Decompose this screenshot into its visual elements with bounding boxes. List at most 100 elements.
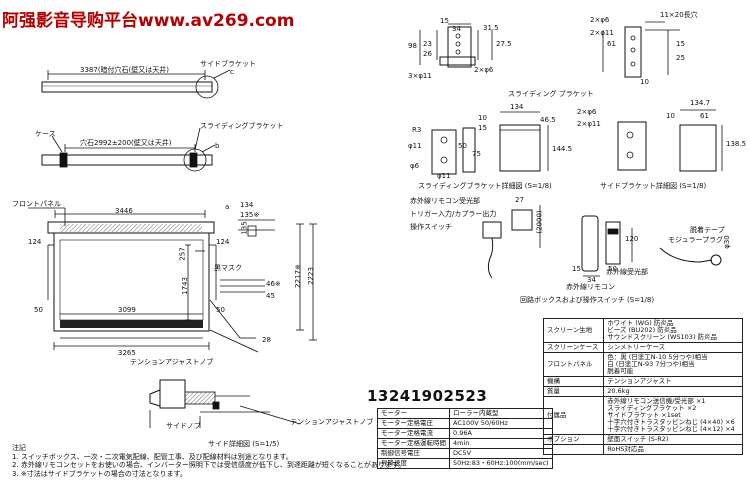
label-tape: 脱着テープ	[690, 226, 725, 234]
caption-control-box: 回路ボックスおよび操作スイッチ (S=1/8)	[520, 296, 655, 304]
spec-motor-value: DC5V	[449, 448, 553, 459]
spec-screen-value: ホワイト (WG) 防炎品	[607, 319, 674, 327]
bracket-detail-drawings	[431, 109, 723, 175]
case-sliding-view	[41, 127, 216, 172]
dim-2x6b: 2×φ6	[590, 16, 610, 24]
spec-screen-value: ビーズ (BU202) 防炎品	[607, 326, 677, 334]
dim-phi11b: φ11	[437, 172, 451, 180]
dim-15-remote: 15	[572, 265, 581, 273]
spec-row-case: スクリーンケース シンメトリーケース	[542, 342, 743, 353]
control-box-drawings	[482, 205, 722, 279]
dim-31-5: 31.5	[483, 24, 499, 32]
dim-134: 134	[510, 103, 524, 111]
dim-26: 26	[423, 50, 432, 58]
dim-3387: 3387(暗付穴石(壁又は天井)	[80, 66, 170, 74]
dim-50-left: 50	[34, 306, 43, 314]
label-ir-receiver-part: 赤外線リモコン受光部	[410, 197, 480, 205]
dim-34-remote: 34	[587, 276, 596, 284]
dim-2x11-mid: 2×φ11	[577, 120, 601, 128]
spec-acc-label: 付属品	[542, 396, 605, 435]
label-knob-section: テンションアジャストノブ	[290, 418, 374, 426]
spec-weight-label: 質量	[542, 386, 605, 397]
spec-case-label: スクリーンケース	[542, 342, 605, 353]
spec-rohs-blank	[542, 444, 605, 455]
dim-28: 28	[262, 336, 271, 344]
spec-case-value: シンメトリーケース	[603, 342, 743, 353]
caption-side-bracket: サイドブラケット詳細図 (S=1/8)	[600, 182, 707, 190]
notes-title: 注記	[12, 444, 26, 452]
bracket-top-drawings	[419, 21, 680, 78]
spec-panel-values: 色：黒 (日塗工N-10 5分つや)相当 白 (日塗工N-93 7分つや)相当 …	[603, 352, 743, 377]
dim-75: 75	[472, 150, 481, 158]
label-front-panel: フロントパネル	[12, 200, 61, 208]
spec-option-value: 壁面スイッチ (S-R2)	[603, 434, 743, 445]
dim-2x11: 2×φ11	[590, 29, 614, 37]
dim-27: 27	[515, 196, 524, 204]
dim-2x6-mid: 2×φ6	[577, 108, 597, 116]
side-section-detail	[149, 379, 301, 428]
label-black-mask: 黒マスク	[214, 264, 242, 272]
spec-row-accessories: 付属品 赤外線リモコン送信機/受光部 ×1 スライディングブラケット ×2 サイ…	[542, 396, 743, 435]
spec-motor-label: モーター定格電圧	[377, 418, 450, 429]
spec-acc-value: サイドブラケット ×1set	[607, 411, 681, 419]
dim-11x20: 11×20長穴	[660, 11, 698, 19]
label-ir-receiver: 赤外線受光部	[606, 268, 648, 276]
spec-motor-label: 昇降速度	[377, 458, 450, 469]
spec-acc-value: 十字穴付きトラスタッピンねじ (4×40) ×6	[607, 418, 735, 426]
dim-98: 98	[408, 42, 417, 50]
dim-15b: 15	[676, 40, 685, 48]
spec-rohs-value: RoHS対応品	[603, 444, 743, 455]
front-elevation	[28, 207, 317, 353]
note-line: 3. ※寸法はサイドブラケットの場合の寸法となります。	[12, 469, 187, 478]
dim-3446: 3446	[115, 207, 133, 215]
dim-124-left: 124	[28, 238, 42, 246]
spec-motor-value: ローラー内蔵型	[449, 408, 553, 419]
caption-sliding-bracket: スライディングブラケット詳細図 (S=1/8)	[418, 182, 552, 190]
spec-motor-value: 50Hz:83・60Hz:100(mm/sec)	[449, 458, 553, 469]
spec-motor-label: モーター	[377, 408, 450, 419]
spec-acc-value: スライディングブラケット ×2	[607, 404, 697, 412]
dim-61-mid: 61	[700, 112, 709, 120]
mark-b: b	[215, 142, 220, 150]
spec-panel-label: フロントパネル	[542, 352, 605, 377]
spec-row-screen: スクリーン生地 ホワイト (WG) 防炎品 ビーズ (BU202) 防炎品 サウ…	[542, 318, 743, 343]
dim-phi11a: φ11	[408, 142, 422, 150]
dim-2223: 2223	[306, 267, 315, 285]
spec-motor-value: AC100V 50/60Hz	[449, 418, 553, 429]
spec-screen-label: スクリーン生地	[542, 318, 605, 343]
dim-45: 45	[266, 292, 275, 300]
notes-block: 注記 1. スイッチボックス、一次・二次電気配線、配管工事、及び配線材料は別途と…	[12, 444, 405, 478]
dim-23: 23	[423, 40, 432, 48]
dim-3265: 3265	[118, 349, 136, 357]
spec-row-weight: 質量 20.6kg	[542, 386, 743, 397]
spec-mech-value: テンションアジャスト	[603, 376, 743, 387]
spec-motor-row: モーターローラー内蔵型	[377, 408, 553, 419]
dim-2992: 穴石2992±200(壁又は天井)	[80, 139, 172, 147]
spec-option-label: オプション	[542, 434, 605, 445]
spec-acc-value: 赤外線リモコン送信機/受光部 ×1	[607, 397, 706, 405]
note-line: 2. 赤外線リモコンセットをお使いの場合、インバーター照明下では受信感度が低下し…	[12, 461, 406, 469]
dim-25: 25	[676, 54, 685, 62]
label-side-knob: サイドノブ	[166, 422, 201, 430]
dim-144-5: 144.5	[552, 145, 573, 153]
dim-10-mid: 10	[478, 114, 487, 122]
spec-motor-label: モーター定格電流	[377, 428, 450, 439]
dim-phi30: φ30	[722, 235, 731, 249]
label-trigger: トリガー入力/カプラー出力	[410, 210, 497, 218]
dim-257: 257	[178, 247, 187, 261]
dim-138-5: 138.5	[726, 140, 747, 148]
label-case: ケース	[35, 130, 56, 138]
spec-row-option: オプション 壁面スイッチ (S-R2)	[542, 434, 743, 445]
dim-3099: 3099	[118, 306, 136, 314]
spec-weight-value: 20.6kg	[603, 386, 743, 397]
dim-15a: 15	[440, 17, 449, 25]
spec-acc-values: 赤外線リモコン送信機/受光部 ×1 スライディングブラケット ×2 サイドブラケ…	[603, 396, 743, 435]
dim-2000: (2000)	[535, 210, 544, 234]
label-sliding-bracket: スライディングブラケット	[200, 122, 284, 130]
spec-table-screen: スクリーン生地 ホワイト (WG) 防炎品 ビーズ (BU202) 防炎品 サウ…	[542, 318, 743, 455]
dim-15-mid: 15	[478, 124, 487, 132]
